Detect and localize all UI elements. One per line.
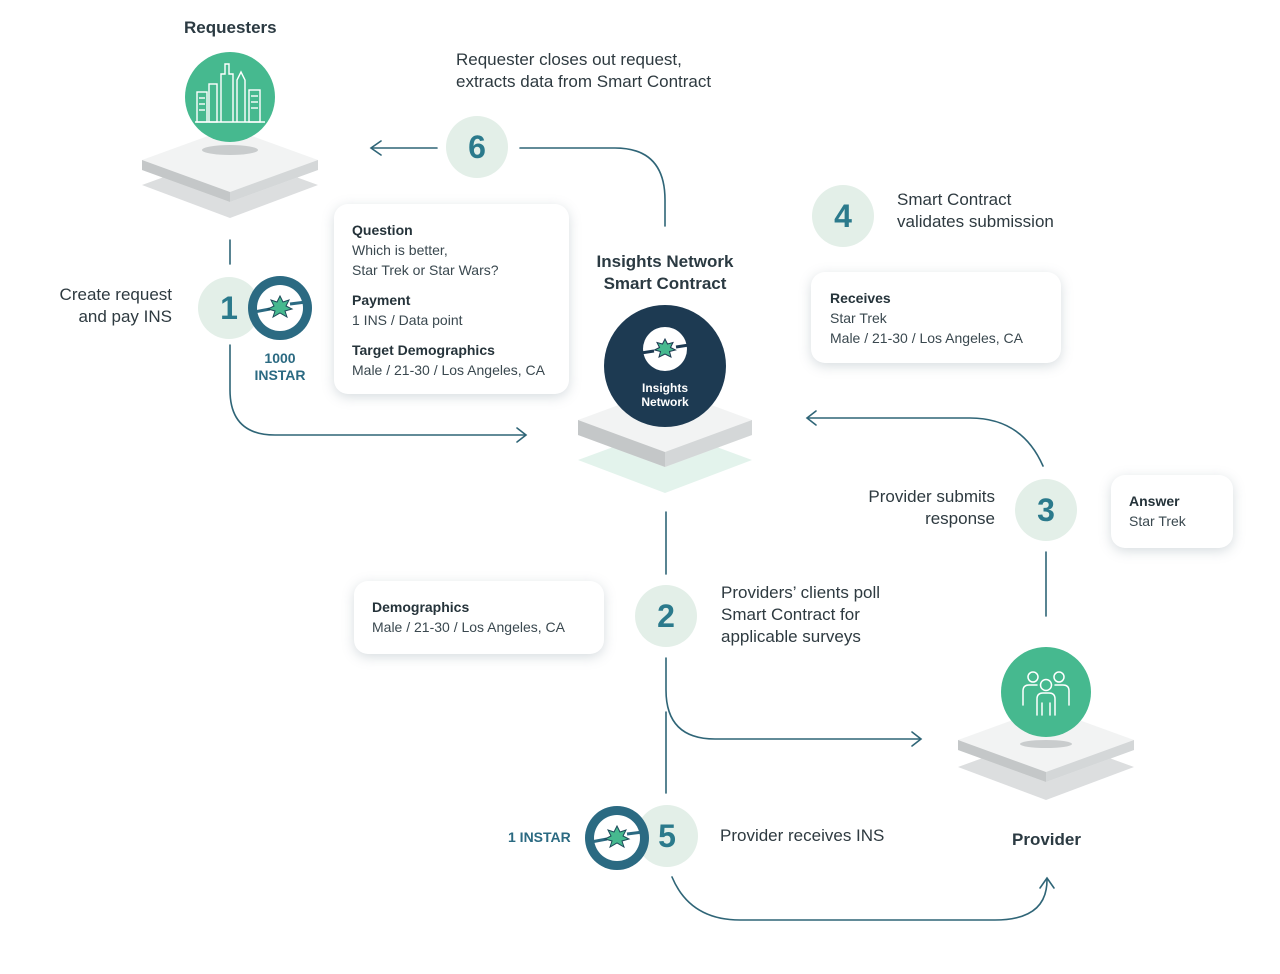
connector-1-to-hub [229, 344, 526, 436]
demographics-card: Demographics Male / 21-30 / Los Angeles,… [354, 581, 604, 654]
step-4-text: Smart Contract validates submission [897, 190, 1054, 231]
receives-line-2: Male / 21-30 / Los Angeles, CA [830, 330, 1023, 346]
instar-coin-icon-step-5 [585, 806, 649, 870]
arrowhead-2 [911, 731, 923, 747]
arrowhead-1 [516, 427, 528, 443]
request-card: Question Which is better, Star Trek or S… [334, 204, 569, 394]
hub-title: Insights Network Smart Contract [596, 252, 734, 293]
step-4-badge: 4 [812, 185, 874, 247]
connector-6-to-requesters [519, 147, 666, 227]
demographics-label: Demographics [372, 599, 470, 615]
answer-card: Answer Star Trek [1111, 475, 1233, 548]
answer-label: Answer [1129, 493, 1180, 509]
provider-label: Provider [1012, 830, 1081, 849]
instar-coin-icon [248, 276, 312, 340]
receives-card: Receives Star Trek Male / 21-30 / Los An… [811, 272, 1061, 363]
step-2-text: Providers’ clients poll Smart Contract f… [721, 583, 881, 646]
target-demographics-label: Target Demographics [352, 342, 495, 358]
requesters-platform [142, 128, 318, 218]
step-5-coin-label: 1 INSTAR [508, 829, 571, 845]
insights-network-logo-icon: Insights Network [604, 305, 726, 427]
provider-platform [958, 708, 1134, 800]
arrowhead-5 [1039, 876, 1055, 889]
step-3-badge: 3 [1015, 479, 1077, 541]
demographics-value: Male / 21-30 / Los Angeles, CA [372, 619, 565, 635]
logo-line-2: Network [641, 395, 689, 409]
city-icon [185, 52, 275, 142]
answer-value: Star Trek [1129, 513, 1186, 529]
question-line-1: Which is better, [352, 242, 448, 258]
receives-label: Receives [830, 290, 891, 306]
provider-people-icon [1001, 647, 1091, 737]
connector-2-to-provider [665, 657, 921, 740]
question-label: Question [352, 222, 413, 238]
arrowhead-6 [369, 140, 382, 156]
step-1-coin-label: 1000 INSTAR [254, 350, 306, 383]
step-2-badge: 2 [635, 585, 697, 647]
step-6-badge: 6 [446, 116, 508, 178]
arrowhead-3 [805, 410, 817, 426]
connector-5-to-provider [671, 876, 1048, 921]
step-1-text: Create request and pay INS [59, 285, 172, 326]
target-demographics-value: Male / 21-30 / Los Angeles, CA [352, 362, 545, 378]
receives-line-1: Star Trek [830, 310, 887, 326]
step-5-text: Provider receives INS [720, 826, 885, 845]
step-3-text: Provider submits response [868, 487, 995, 528]
logo-line-1: Insights [641, 381, 688, 395]
payment-label: Payment [352, 292, 411, 308]
payment-value: 1 INS / Data point [352, 312, 463, 328]
question-line-2: Star Trek or Star Wars? [352, 262, 499, 278]
connector-3-to-hub [807, 417, 1044, 467]
step-6-text: Requester closes out request, extracts d… [456, 50, 712, 91]
requesters-label: Requesters [184, 18, 277, 37]
